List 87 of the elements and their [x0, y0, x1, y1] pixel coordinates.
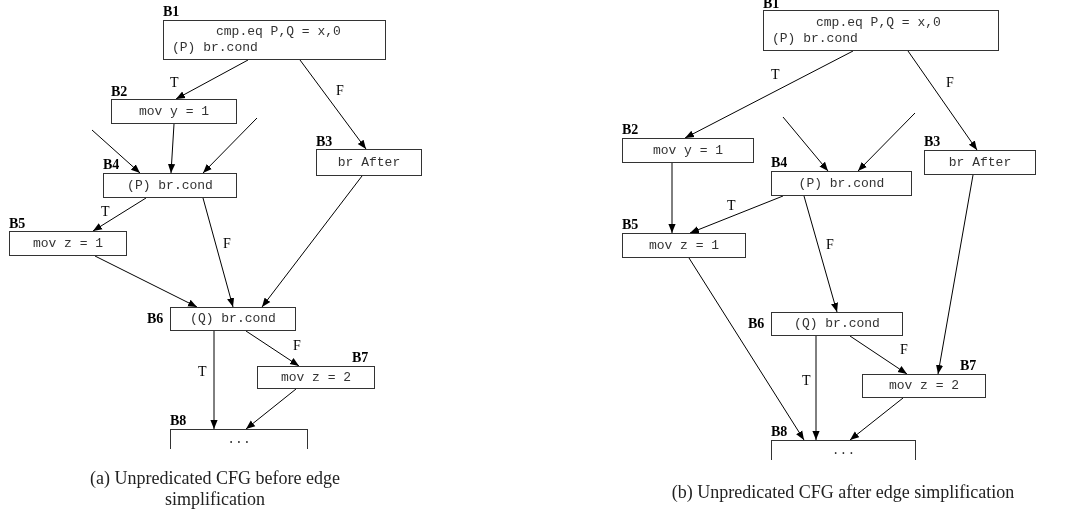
arrow — [202, 117, 258, 174]
edge-label: F — [335, 84, 345, 98]
edge-label: F — [945, 76, 955, 90]
block-label: B7 — [960, 358, 977, 373]
arrow — [299, 59, 367, 150]
block-label: B4 — [103, 157, 120, 172]
arrow — [245, 388, 297, 430]
edge-label: T — [770, 68, 781, 82]
arrow — [907, 50, 978, 151]
code-text: ... — [226, 432, 252, 448]
arrow — [849, 335, 908, 375]
basic-block-box — [257, 366, 375, 389]
arrow — [782, 116, 829, 172]
code-text: (P) br.cond — [171, 40, 259, 56]
block-label: B1 — [163, 4, 180, 19]
code-text: (P) br.cond — [126, 177, 214, 194]
code-text: (Q) br.cond — [189, 311, 277, 327]
arrow — [94, 255, 198, 308]
block-label: B2 — [622, 122, 639, 137]
block-label: B7 — [352, 350, 369, 365]
arrow — [857, 112, 916, 172]
edge-label: F — [899, 343, 909, 357]
block-label: B3 — [924, 134, 941, 149]
arrow — [803, 195, 838, 313]
code-text: br After — [336, 154, 402, 171]
block-label: B6 — [147, 311, 164, 326]
figure-caption: (b) Unpredicated CFG after edge simplification — [670, 482, 1016, 503]
basic-block-box — [771, 312, 903, 336]
basic-block-box — [771, 171, 912, 196]
block-label: B2 — [111, 84, 128, 99]
basic-block-box — [771, 440, 916, 460]
code-text: mov z = 1 — [31, 235, 105, 252]
basic-block-box — [9, 231, 127, 256]
code-text: mov z = 1 — [647, 237, 721, 254]
arrow — [689, 195, 784, 234]
code-text: mov z = 2 — [887, 378, 961, 394]
basic-block-box — [170, 307, 296, 331]
basic-block-box — [763, 10, 999, 51]
block-label: B8 — [771, 424, 788, 439]
basic-block-box — [111, 99, 237, 124]
arrow — [91, 129, 141, 174]
figure-caption: (a) Unpredicated CFG before edge simplification — [89, 468, 341, 510]
arrow — [210, 330, 218, 430]
edge-label: F — [825, 238, 835, 252]
arrow — [92, 197, 147, 232]
basic-block-box — [170, 429, 308, 449]
code-text: mov y = 1 — [651, 142, 725, 159]
block-label: B5 — [9, 216, 26, 231]
arrow — [849, 397, 904, 441]
arrow — [175, 59, 249, 100]
arrow — [202, 197, 235, 308]
code-text: ... — [830, 443, 857, 459]
code-text: cmp.eq P,Q = x,0 — [215, 24, 342, 40]
arrow — [245, 330, 300, 367]
block-label: B3 — [316, 134, 333, 149]
arrow — [812, 335, 820, 441]
code-text: (P) br.cond — [771, 30, 859, 47]
edge-label: T — [801, 374, 812, 388]
code-text: (P) br.cond — [797, 175, 886, 192]
arrow — [936, 174, 974, 375]
edge-label: T — [169, 76, 180, 90]
edge-label: F — [292, 339, 302, 353]
arrow — [167, 123, 176, 174]
basic-block-box — [316, 149, 422, 176]
arrow — [261, 175, 363, 308]
arrow — [684, 50, 854, 139]
arrow — [688, 257, 805, 441]
code-text: mov y = 1 — [137, 103, 211, 120]
block-label: B6 — [748, 316, 765, 331]
edge-label: T — [100, 205, 111, 219]
edge-label: T — [197, 365, 208, 379]
basic-block-box — [622, 233, 746, 258]
code-text: cmp.eq P,Q = x,0 — [815, 14, 942, 31]
block-label: B8 — [170, 413, 187, 428]
basic-block-box — [103, 173, 237, 198]
basic-block-box — [622, 138, 754, 163]
code-text: (Q) br.cond — [793, 316, 881, 332]
basic-block-box — [163, 20, 386, 60]
edge-label: F — [222, 237, 232, 251]
arrow — [668, 162, 676, 234]
block-label: B5 — [622, 217, 639, 232]
code-text: br After — [947, 154, 1013, 171]
edge-label: T — [726, 199, 737, 213]
basic-block-box — [924, 150, 1036, 175]
code-text: mov z = 2 — [279, 369, 353, 386]
basic-block-box — [862, 374, 986, 398]
block-label: B4 — [771, 155, 788, 170]
